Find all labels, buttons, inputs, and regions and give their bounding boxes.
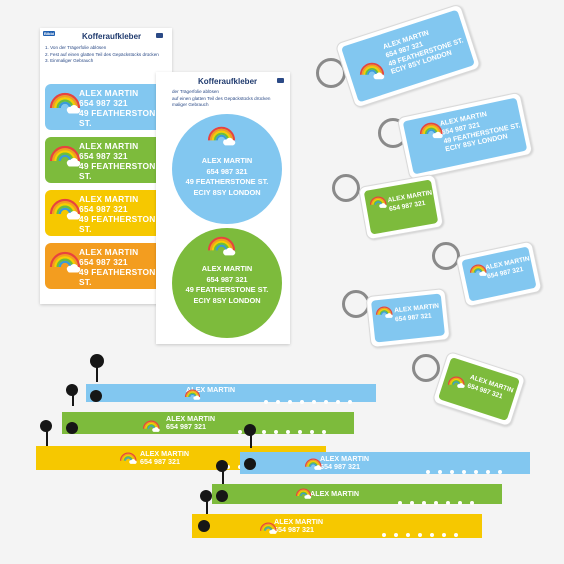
- wristband-pin: [72, 386, 74, 406]
- wristband-pin: [46, 424, 48, 450]
- wristband-clasp-icon: [200, 490, 212, 502]
- wristband-clasp-icon: [66, 422, 78, 434]
- wristband-clasp-icon: [216, 460, 228, 472]
- wristband-clasp-icon: [66, 384, 78, 396]
- wristband-clasp-icon: [90, 390, 102, 402]
- rainbow-cloud-icon: [469, 264, 487, 276]
- rainbow-cloud-icon: [304, 458, 322, 470]
- key-ring-icon: [332, 174, 360, 202]
- wristband-clasp-icon: [90, 354, 104, 368]
- band-text: ALEX MARTIN: [310, 489, 360, 498]
- rainbow-cloud-icon: [207, 236, 236, 256]
- wristband-clasp-icon: [216, 490, 228, 502]
- wristband-green: ALEX MARTIN: [212, 484, 502, 505]
- rainbow-cloud-icon: [184, 389, 201, 400]
- band-holes: [426, 461, 510, 474]
- rainbow-cloud-icon: [419, 122, 443, 139]
- rainbow-cloud-icon: [49, 198, 81, 220]
- band-holes: [264, 391, 360, 404]
- sheet-title: Kofferaufkleber: [198, 77, 258, 86]
- sheet-title: Kofferaufkleber: [82, 32, 142, 41]
- key-ring-icon: [432, 242, 460, 270]
- suitcase-icon: [277, 78, 284, 83]
- wristband-pin: [250, 426, 252, 448]
- sheet-instructions: 1. Von der Trägerfolie ablösen 2. Fest a…: [45, 45, 159, 64]
- wristband-clasp-icon: [40, 420, 52, 432]
- rainbow-cloud-icon: [119, 452, 137, 464]
- key-ring-icon: [412, 354, 440, 382]
- wristband-clasp-icon: [244, 458, 256, 470]
- wristband-clasp-icon: [198, 520, 210, 532]
- wristband-blue: ALEX MARTIN: [86, 384, 376, 404]
- sheet-instructions: der Trägerfolie ablösen auf einen glatte…: [172, 89, 271, 108]
- rainbow-cloud-icon: [359, 62, 385, 80]
- brand-logo: Bibbi: [43, 31, 55, 36]
- rainbow-cloud-icon: [49, 251, 81, 273]
- rainbow-cloud-icon: [259, 522, 277, 534]
- rainbow-cloud-icon: [375, 306, 393, 318]
- band-holes: [398, 492, 482, 505]
- rainbow-cloud-icon: [369, 196, 387, 208]
- band-holes: [382, 524, 466, 537]
- wristband-clasp-icon: [244, 424, 256, 436]
- band-text: ALEX MARTIN: [186, 385, 236, 394]
- rainbow-cloud-icon: [295, 488, 312, 499]
- wristband-pin: [206, 494, 208, 516]
- suitcase-icon: [156, 33, 163, 38]
- rainbow-cloud-icon: [207, 126, 236, 146]
- rainbow-cloud-icon: [49, 92, 81, 114]
- rainbow-cloud-icon: [142, 420, 160, 432]
- wristband-pin: [222, 464, 224, 484]
- rainbow-cloud-icon: [49, 145, 81, 167]
- wristband-pin: [96, 360, 98, 382]
- rainbow-cloud-icon: [447, 376, 465, 388]
